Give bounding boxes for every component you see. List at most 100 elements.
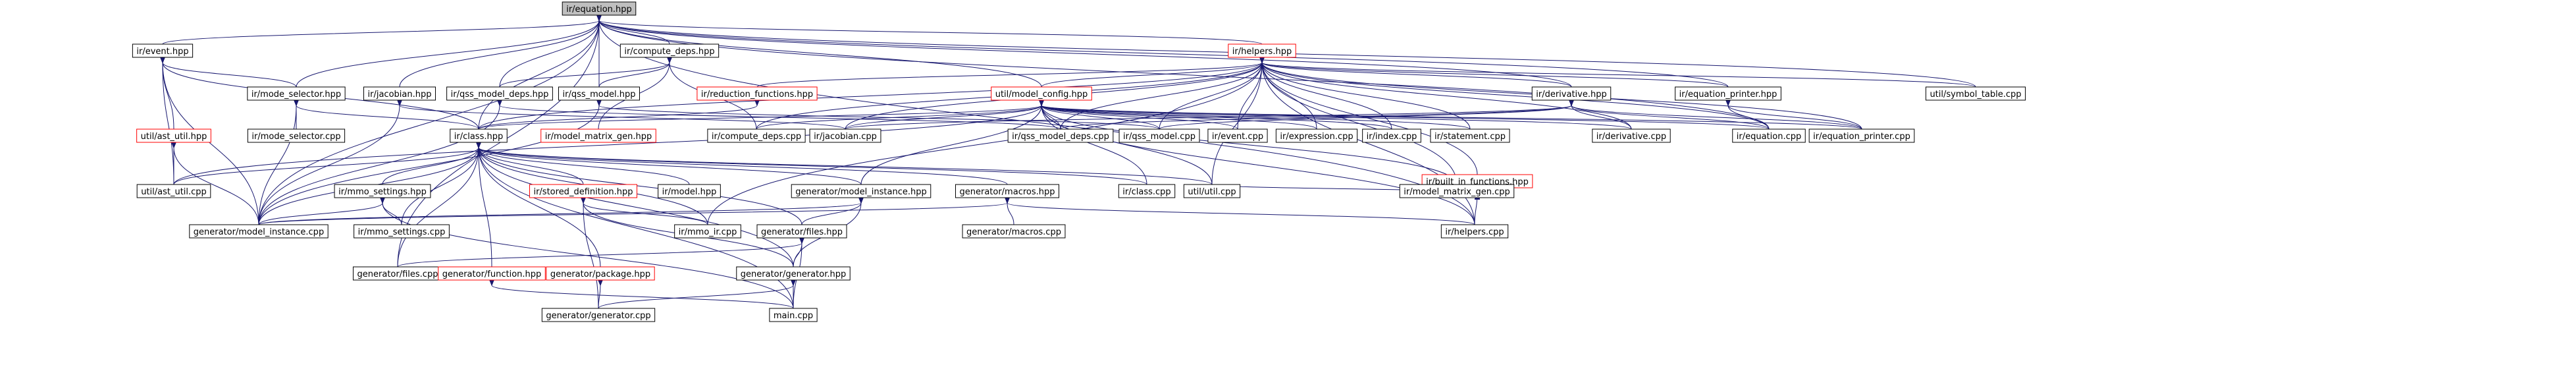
graph-node-qss-model-cpp[interactable]: ir/qss_model.cpp <box>1118 128 1200 143</box>
graph-edge-qss-model-deps-hpp-to-qss-model-deps-cpp <box>500 105 1061 130</box>
graph-node-label: ir/jacobian.cpp <box>814 132 877 142</box>
graph-node-compute-deps-hpp[interactable]: ir/compute_deps.hpp <box>619 43 720 58</box>
graph-node-generator-hpp[interactable]: generator/generator.hpp <box>736 266 851 281</box>
graph-node-box <box>438 266 546 281</box>
graph-node-equation-printer-cpp[interactable]: ir/equation_printer.cpp <box>1808 128 1915 143</box>
graph-edge-root-to-class-hpp <box>478 20 599 130</box>
graph-node-macros-hpp[interactable]: generator/macros.hpp <box>955 184 1060 198</box>
graph-node-box <box>1275 128 1358 143</box>
graph-edge-model-config-hpp-to-ast-util-cpp <box>173 105 1041 185</box>
graph-edge-helpers-hpp-to-derivative-hpp <box>1262 63 1572 88</box>
graph-node-equation-printer-hpp[interactable]: ir/equation_printer.hpp <box>1675 86 1781 101</box>
graph-node-mode-selector-cpp[interactable]: ir/mode_selector.cpp <box>247 128 346 143</box>
graph-edge-helpers-hpp-to-equation-printer-hpp <box>1262 63 1729 88</box>
graph-edge-model-config-hpp-to-statement-cpp <box>1041 105 1471 130</box>
graph-node-util-cpp[interactable]: util/util.cpp <box>1183 184 1241 198</box>
graph-edge-qss-model-hpp-to-qss-model-cpp <box>599 105 1160 130</box>
graph-edge-generator-hpp-to-generator-cpp <box>598 285 793 309</box>
graph-node-box <box>697 86 818 101</box>
graph-node-label: ir/event.hpp <box>136 47 188 57</box>
graph-node-box <box>658 184 721 198</box>
graph-node-expression-cpp[interactable]: ir/expression.cpp <box>1275 128 1358 143</box>
graph-node-package-hpp[interactable]: generator/package.hpp <box>546 266 655 281</box>
graph-node-helpers-hpp[interactable]: ir/helpers.hpp <box>1228 43 1296 58</box>
graph-node-mmo-settings-cpp[interactable]: ir/mmo_settings.cpp <box>354 224 450 239</box>
graph-node-jacobian-hpp[interactable]: ir/jacobian.hpp <box>363 86 436 101</box>
graph-node-model-instance-hpp[interactable]: generator/model_instance.hpp <box>791 184 932 198</box>
graph-node-label: ir/reduction_functions.hpp <box>701 90 813 99</box>
graph-node-label: ir/model_matrix_gen.cpp <box>1404 187 1510 197</box>
graph-node-compute-deps-cpp[interactable]: ir/compute_deps.cpp <box>707 128 806 143</box>
graph-node-symbol-table-cpp[interactable]: util/symbol_table.cpp <box>1925 86 2026 101</box>
graph-edge-jacobian-hpp-to-model-instance-cpp <box>258 105 400 225</box>
graph-node-mode-selector-hpp[interactable]: ir/mode_selector.hpp <box>247 86 346 101</box>
graph-node-qss-model-deps-cpp[interactable]: ir/qss_model_deps.cpp <box>1007 128 1114 143</box>
graph-node-mmo-settings-hpp[interactable]: ir/mmo_settings.hpp <box>334 184 431 198</box>
graph-node-equation-cpp[interactable]: ir/equation.cpp <box>1732 128 1806 143</box>
graph-node-stored-definition-hpp[interactable]: ir/stored_definition.hpp <box>529 184 638 198</box>
graph-node-helpers-cpp[interactable]: ir/helpers.cpp <box>1440 224 1509 239</box>
graph-node-box <box>247 86 346 101</box>
graph-node-label: generator/model_instance.cpp <box>194 227 324 237</box>
graph-node-qss-model-deps-hpp[interactable]: ir/qss_model_deps.hpp <box>446 86 553 101</box>
graph-node-generator-cpp[interactable]: generator/generator.cpp <box>541 308 656 322</box>
graph-node-root[interactable]: ir/equation.hpp <box>562 1 637 16</box>
graph-node-jacobian-cpp[interactable]: ir/jacobian.cpp <box>809 128 881 143</box>
graph-edge-class-hpp-to-function-hpp <box>479 148 492 268</box>
graph-node-label: generator/files.hpp <box>761 227 843 237</box>
graph-edge-model-config-hpp-to-event-cpp <box>1041 105 1238 130</box>
graph-node-label: ir/mmo_ir.cpp <box>679 227 737 237</box>
graph-node-box <box>955 184 1060 198</box>
graph-edge-function-hpp-to-main-cpp <box>492 285 794 309</box>
graph-node-model-matrix-gen-cpp[interactable]: ir/model_matrix_gen.cpp <box>1399 184 1515 198</box>
graph-node-files-hpp[interactable]: generator/files.hpp <box>756 224 847 239</box>
graph-node-statement-cpp[interactable]: ir/statement.cpp <box>1430 128 1510 143</box>
graph-node-label: util/ast_util.hpp <box>141 132 207 142</box>
graph-edge-model-instance-hpp-to-files-hpp <box>801 203 861 225</box>
graph-node-class-hpp[interactable]: ir/class.hpp <box>450 128 508 143</box>
graph-node-event-cpp[interactable]: ir/event.cpp <box>1207 128 1268 143</box>
graph-node-macros-cpp[interactable]: generator/macros.cpp <box>962 224 1066 239</box>
graph-node-label: ir/mmo_settings.hpp <box>338 187 427 197</box>
graph-edge-class-hpp-to-package-hpp <box>479 148 601 268</box>
graph-edge-mode-selector-hpp-to-class-hpp <box>296 105 479 130</box>
graph-node-box <box>991 86 1092 101</box>
graph-node-box <box>619 43 720 58</box>
graph-edge-model-config-hpp-to-class-cpp <box>1041 105 1147 185</box>
graph-node-label: ir/equation_printer.cpp <box>1813 132 1910 142</box>
graph-node-derivative-cpp[interactable]: ir/derivative.cpp <box>1592 128 1671 143</box>
graph-edge-root-to-files-cpp <box>397 20 599 268</box>
graph-edge-equation-printer-hpp-to-equation-cpp <box>1728 105 1770 130</box>
graph-node-reduction-functions-hpp[interactable]: ir/reduction_functions.hpp <box>697 86 818 101</box>
graph-node-model-matrix-gen-hpp[interactable]: ir/model_matrix_gen.hpp <box>540 128 656 143</box>
graph-edge-macros-hpp-to-macros-cpp <box>1007 203 1014 225</box>
graph-edge-stored-definition-hpp-to-generator-cpp <box>583 203 599 309</box>
graph-node-label: util/ast_util.cpp <box>141 187 207 197</box>
graph-node-files-cpp[interactable]: generator/files.cpp <box>353 266 442 281</box>
graph-edge-root-to-jacobian-hpp <box>399 20 599 88</box>
graph-node-model-hpp[interactable]: ir/model.hpp <box>658 184 721 198</box>
graph-edge-root-to-helpers-hpp <box>599 20 1263 45</box>
graph-edge-mmo-settings-hpp-to-mmo-settings-cpp <box>382 203 402 225</box>
graph-node-box <box>809 128 881 143</box>
graph-node-label: ir/qss_model.hpp <box>563 90 636 99</box>
graph-node-model-config-hpp[interactable]: util/model_config.hpp <box>991 86 1092 101</box>
graph-node-box <box>756 224 847 239</box>
graph-node-ast-util-hpp[interactable]: util/ast_util.hpp <box>136 128 211 143</box>
graph-node-class-cpp[interactable]: ir/class.cpp <box>1118 184 1176 198</box>
graph-node-event-hpp[interactable]: ir/event.hpp <box>132 43 194 58</box>
graph-node-ast-util-cpp[interactable]: util/ast_util.cpp <box>136 184 211 198</box>
graph-node-index-cpp[interactable]: ir/index.cpp <box>1362 128 1421 143</box>
graph-node-qss-model-hpp[interactable]: ir/qss_model.hpp <box>558 86 640 101</box>
graph-node-mmo-ir-cpp[interactable]: ir/mmo_ir.cpp <box>674 224 741 239</box>
graph-edge-derivative-hpp-to-qss-model-deps-cpp <box>1060 105 1571 130</box>
graph-node-derivative-hpp[interactable]: ir/derivative.hpp <box>1531 86 1612 101</box>
graph-node-model-instance-cpp[interactable]: generator/model_instance.cpp <box>189 224 329 239</box>
graph-node-function-hpp[interactable]: generator/function.hpp <box>438 266 546 281</box>
graph-edge-event-hpp-to-mode-selector-hpp <box>163 63 297 88</box>
graph-node-box <box>136 184 211 198</box>
graph-node-box <box>1675 86 1781 101</box>
graph-node-box <box>962 224 1066 239</box>
graph-node-main-cpp[interactable]: main.cpp <box>769 308 818 322</box>
graph-edge-class-hpp-to-util-cpp <box>479 148 1213 185</box>
